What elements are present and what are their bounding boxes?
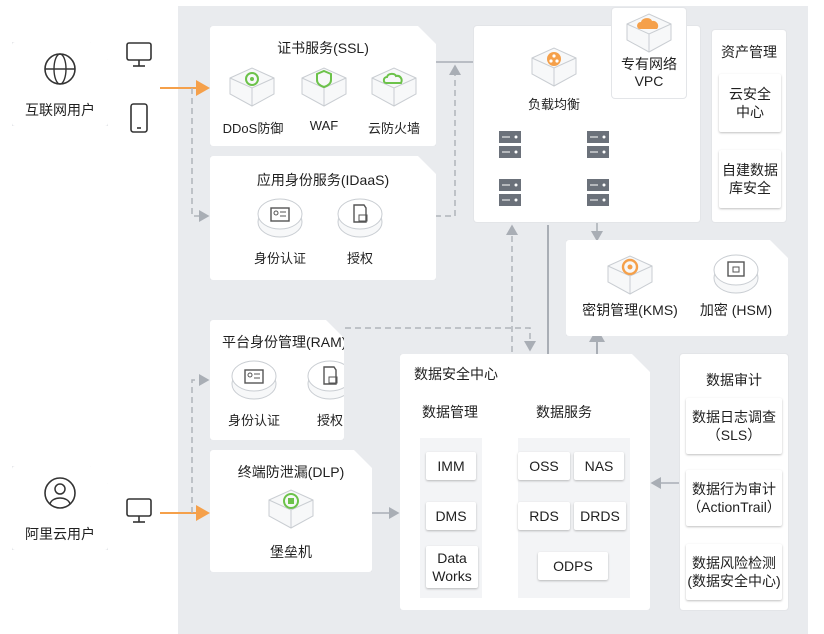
server-icon — [586, 130, 610, 165]
idaas-authorize-label: 授权 — [346, 251, 373, 266]
id-card-icon — [230, 358, 278, 407]
idaas-auth-label: 身份认证 — [253, 251, 306, 266]
server-icon — [498, 130, 522, 165]
internet-user-label: 互联网用户 — [25, 102, 95, 118]
mobile-phone-icon — [130, 103, 148, 133]
globe-icon — [43, 52, 77, 86]
aliyun-user-card: 阿里云用户 — [12, 466, 108, 550]
id-card-icon — [256, 196, 304, 245]
user-icon — [43, 476, 77, 510]
ram-auth-label: 身份认证 — [227, 413, 280, 428]
imm-chip: IMM — [426, 452, 476, 480]
load-balancer-label: 负载均衡 — [527, 97, 580, 112]
vpc-label: 专有网络 VPC — [621, 56, 677, 89]
oss-chip: OSS — [518, 452, 570, 480]
data-management-title: 数据管理 — [422, 404, 478, 420]
fortress-label: 堡垒机 — [270, 544, 312, 560]
dlp-title: 终端防泄漏(DLP) — [237, 464, 345, 480]
ram-panel: 平台身份管理(RAM) 身份认证 授权 — [210, 320, 344, 440]
idaas-panel: 应用身份服务(IDaaS) 身份认证 授权 — [210, 156, 436, 280]
internet-user-card: 互联网用户 — [12, 42, 108, 126]
odps-chip: ODPS — [538, 552, 608, 580]
cloud-icon — [368, 64, 420, 115]
gear-icon — [226, 64, 278, 115]
firewall-label: 云防火墙 — [367, 121, 420, 136]
audit-title: 数据审计 — [706, 372, 762, 388]
data-services-title: 数据服务 — [536, 404, 592, 420]
self-built-db-security-chip: 自建数据 库安全 — [719, 150, 781, 208]
dlp-panel: 终端防泄漏(DLP) 堡垒机 — [210, 450, 372, 572]
ssl-panel: 证书服务(SSL) DDoS防御 WAF 云防火墙 — [210, 26, 436, 146]
sls-chip: 数据日志调查 （SLS） — [686, 398, 782, 454]
kms-label: 密钥管理(KMS) — [582, 302, 678, 318]
load-balancer-icon — [528, 44, 580, 95]
rds-chip: RDS — [518, 502, 570, 530]
stamp-icon — [336, 196, 384, 245]
server-icon — [586, 178, 610, 213]
asset-management-panel: 资产管理 云安全 中心 自建数据 库安全 — [712, 30, 786, 222]
drds-chip: DRDS — [574, 502, 626, 530]
dataworks-chip: Data Works — [426, 546, 478, 588]
dsc-title: 数据安全中心 — [414, 366, 498, 382]
data-audit-panel: 数据审计 数据日志调查 （SLS） 数据行为审计 （ActionTrail） 数… — [680, 354, 788, 610]
nas-chip: NAS — [574, 452, 624, 480]
data-security-center-panel: 数据安全中心 数据管理 数据服务 IMM DMS Data Works OSS … — [400, 354, 650, 610]
ram-authorize-label: 授权 — [316, 413, 343, 428]
vpc-icon — [623, 10, 675, 61]
stamp-icon — [306, 358, 354, 407]
desktop-icon — [126, 42, 152, 67]
shield-icon — [298, 64, 350, 115]
dms-chip: DMS — [426, 502, 476, 530]
ssl-title: 证书服务(SSL) — [277, 40, 369, 56]
asset-title: 资产管理 — [721, 44, 777, 60]
risk-detection-chip: 数据风险检测 (数据安全中心) — [686, 544, 782, 600]
server-icon — [498, 178, 522, 213]
key-management-panel: 密钥管理(KMS) 加密 (HSM) — [566, 240, 788, 336]
vpc-card: 专有网络 VPC — [612, 8, 686, 98]
waf-label: WAF — [309, 118, 339, 133]
hsm-label: 加密 (HSM) — [699, 302, 773, 318]
idaas-title: 应用身份服务(IDaaS) — [256, 172, 390, 188]
cloud-security-center-chip: 云安全 中心 — [719, 74, 781, 132]
ram-title: 平台身份管理(RAM) — [222, 334, 347, 350]
actiontrail-chip: 数据行为审计 （ActionTrail） — [686, 470, 782, 526]
desktop-icon — [126, 498, 152, 523]
key-icon — [604, 252, 656, 303]
lock-icon — [712, 252, 760, 301]
aliyun-user-label: 阿里云用户 — [25, 526, 95, 542]
fortress-icon — [265, 486, 317, 537]
ddos-label: DDoS防御 — [222, 121, 284, 136]
